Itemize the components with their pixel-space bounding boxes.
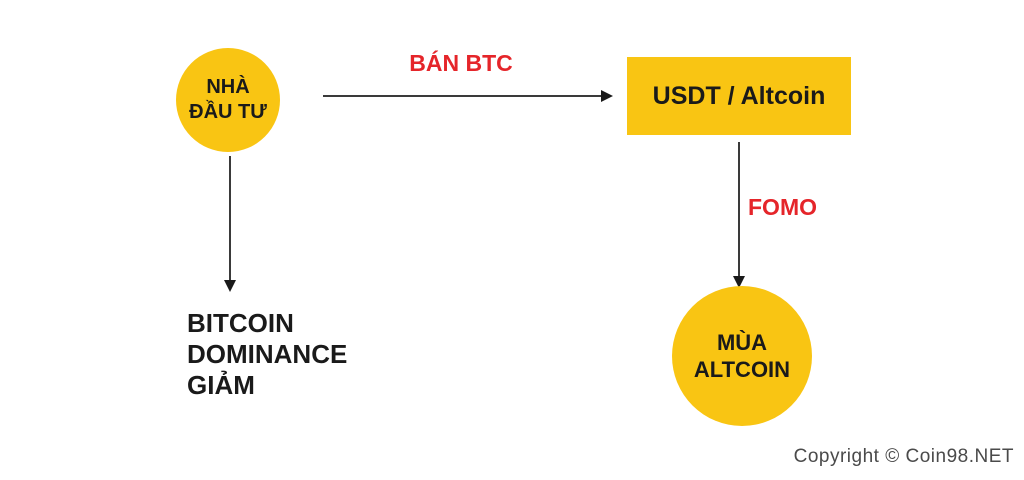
arrow-usdt-to-altseason-line bbox=[738, 142, 740, 278]
arrow-investor-to-dominance-line bbox=[229, 156, 231, 282]
sell-btc-edge-label: BÁN BTC bbox=[409, 50, 513, 76]
fomo-edge-label: FOMO bbox=[748, 194, 817, 220]
copyright-text: Copyright © Coin98.NET bbox=[793, 446, 1014, 467]
arrow-usdt-to-altseason-head bbox=[733, 276, 745, 288]
arrow-investor-to-usdt-line bbox=[323, 95, 602, 97]
usdt-altcoin-box-label: USDT / Altcoin bbox=[652, 81, 826, 110]
arrow-investor-to-usdt-head bbox=[601, 90, 613, 102]
usdt-altcoin-box-node: USDT / Altcoin bbox=[627, 57, 851, 135]
arrow-investor-to-dominance-head bbox=[224, 280, 236, 292]
